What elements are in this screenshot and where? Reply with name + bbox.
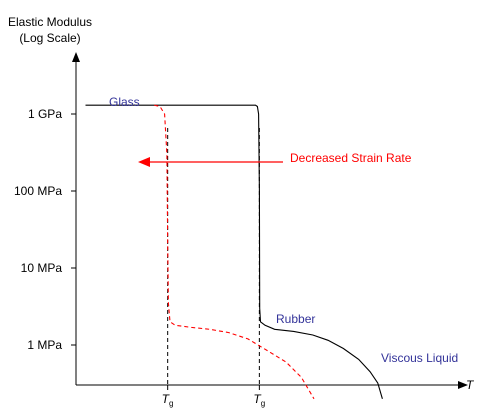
guide-lines [167, 128, 260, 385]
annotation-viscous-liquid: Viscous Liquid [381, 351, 458, 365]
y-axis-arrow-icon [72, 52, 80, 62]
x-axis-label: T [466, 378, 475, 392]
strain-rate-arrow-icon [138, 157, 150, 167]
y-axis-label: (Log Scale) [19, 31, 80, 45]
annotation-glass: Glass [109, 95, 140, 109]
y-tick-label: 10 MPa [21, 261, 63, 275]
y-tick-label: 1 GPa [28, 107, 62, 121]
x-axis-arrow-icon [458, 381, 468, 389]
x-tick-label: Tg [253, 392, 265, 408]
series-line-1 [154, 104, 315, 400]
annotation-rubber: Rubber [276, 312, 315, 326]
series-group [85, 104, 383, 400]
series-line-0 [85, 104, 383, 399]
x-tick-label: Tg [162, 392, 174, 408]
y-axis-label: Elastic Modulus [8, 15, 92, 29]
annotation-decreased-strain-rate: Decreased Strain Rate [290, 151, 412, 165]
y-tick-label: 100 MPa [14, 184, 62, 198]
axes: Elastic Modulus (Log Scale) T [8, 15, 475, 392]
y-tick-label: 1 MPa [27, 338, 62, 352]
